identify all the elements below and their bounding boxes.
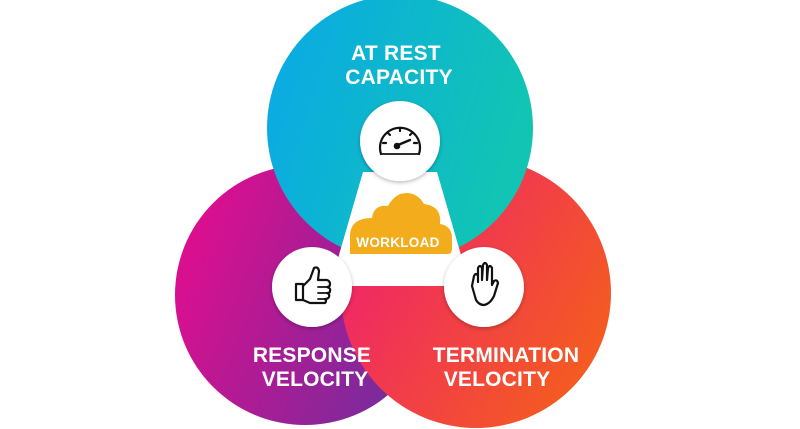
thumbs-up-badge	[272, 247, 352, 327]
label-termination-velocity-line-1: TERMINATION	[433, 344, 579, 367]
workload-label: WORKLOAD	[356, 235, 439, 250]
label-response-velocity: RESPONSE VELOCITY	[253, 344, 377, 391]
thumbs-up-icon	[294, 266, 332, 305]
label-at-rest-capacity-line-2: CAPACITY	[345, 66, 452, 89]
cloud-icon	[350, 193, 452, 254]
label-termination-velocity: TERMINATION VELOCITY	[433, 344, 586, 391]
label-at-rest-capacity: AT REST CAPACITY	[345, 42, 452, 89]
speedometer-badge	[360, 101, 440, 181]
label-response-velocity-line-2: VELOCITY	[262, 368, 369, 391]
speedometer-icon	[378, 126, 422, 156]
label-response-velocity-line-1: RESPONSE	[253, 344, 371, 367]
label-at-rest-capacity-line-1: AT REST	[351, 42, 441, 65]
label-termination-velocity-line-2: VELOCITY	[444, 368, 551, 391]
raised-hand-badge	[444, 247, 524, 327]
raised-hand-icon	[470, 261, 500, 307]
